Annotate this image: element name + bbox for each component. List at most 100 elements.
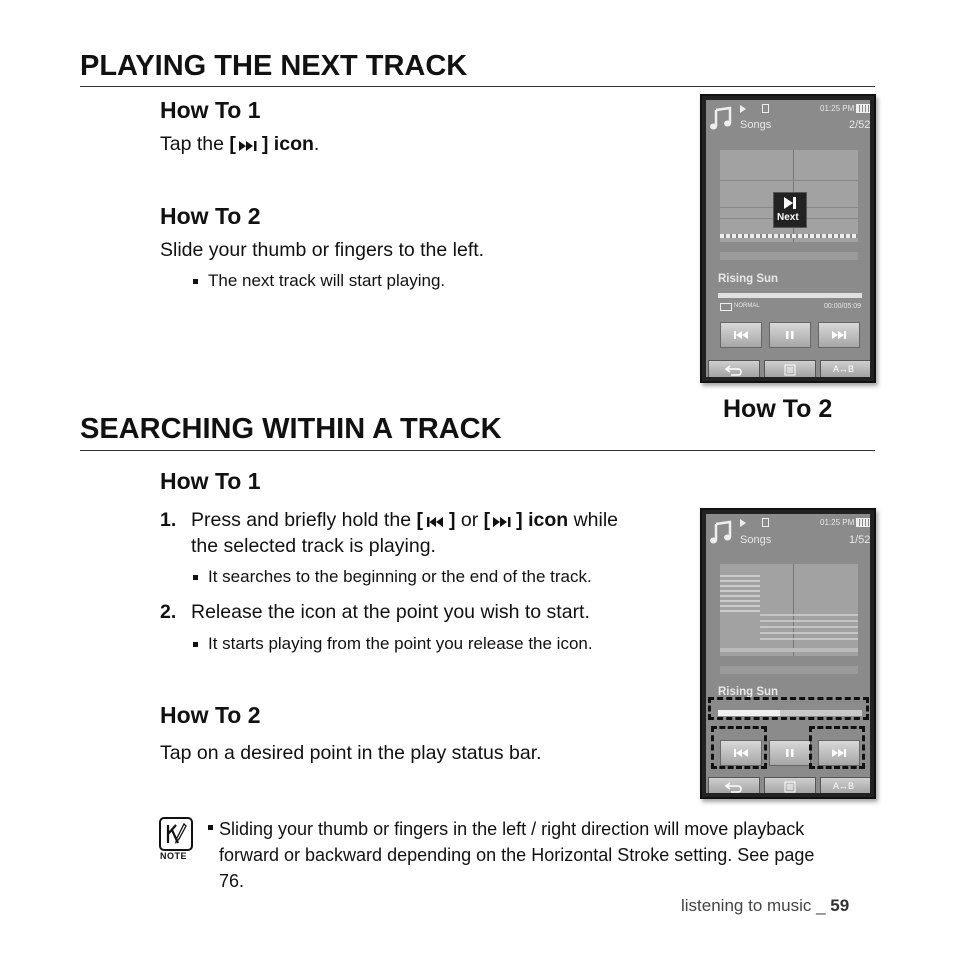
category-label: Songs	[740, 534, 772, 546]
next-icon	[784, 197, 796, 209]
list-button[interactable]	[764, 777, 816, 793]
next-track-icon	[236, 137, 262, 153]
section-title-searching: SEARCHING WITHIN A TRACK	[80, 413, 502, 445]
highlight-progress-bar	[708, 697, 869, 720]
track-count: 2/52	[849, 119, 870, 131]
note-line-1: Sliding your thumb or fingers in the lef…	[219, 819, 805, 839]
device-screenshot-search: 01:25 PM Songs 1/52 Rising Sun	[700, 508, 876, 799]
how-to-2-text: Tap on a desired point in the play statu…	[160, 742, 542, 764]
bullet-text: The next track will start playing.	[208, 271, 446, 290]
fast-forward-icon	[832, 331, 846, 339]
pause-icon	[786, 331, 794, 339]
list-icon	[784, 781, 796, 793]
bullet-marker	[193, 575, 198, 581]
section-rule	[80, 86, 875, 87]
list-icon	[784, 364, 796, 376]
battery-icon	[856, 104, 870, 113]
next-button[interactable]	[818, 740, 860, 766]
bracket-open: [	[229, 133, 236, 155]
step-1-text: Press and briefly hold the [] or [] icon…	[191, 509, 618, 532]
device-screen: 01:25 PM Songs 2/52 Next Rising Sun NORM…	[706, 100, 870, 377]
step-2-text: Release the icon at the point you wish t…	[191, 601, 590, 623]
prev-button[interactable]	[720, 322, 762, 348]
clock: 01:25 PM	[820, 104, 855, 113]
how-to-1-heading: How To 1	[160, 468, 261, 494]
bullet-marker	[193, 642, 198, 648]
album-art	[720, 564, 858, 656]
next-button[interactable]	[818, 322, 860, 348]
text-fragment: or	[455, 509, 484, 531]
bullet-marker	[193, 279, 198, 285]
step-1-line-2: the selected track is playing.	[191, 535, 436, 557]
text-fragment: .	[313, 133, 320, 155]
ab-repeat-button[interactable]: A↔B	[820, 360, 870, 377]
music-note-icon	[710, 106, 732, 130]
bullet-item: The next track will start playing.	[193, 271, 445, 291]
music-note-icon	[710, 520, 732, 544]
fast-forward-icon	[490, 513, 516, 529]
lock-icon	[762, 104, 769, 113]
page-footer: listening to music _ 59	[681, 896, 849, 916]
ab-label: A↔B	[833, 364, 855, 374]
rewind-icon	[734, 331, 748, 339]
bracket-close-icon-label: ] icon	[261, 133, 314, 155]
track-count: 1/52	[849, 534, 870, 546]
progress-bar[interactable]	[718, 293, 862, 298]
text-fragment: Tap the	[160, 133, 230, 155]
page-number: 59	[830, 896, 850, 915]
note-line-3: 76.	[219, 871, 245, 891]
bracket-open: [	[483, 509, 491, 531]
list-button[interactable]	[764, 360, 816, 377]
track-title: Rising Sun	[718, 273, 779, 285]
back-arrow-icon	[725, 365, 742, 376]
text-fragment: Press and briefly hold the	[191, 509, 417, 531]
lock-icon	[762, 518, 769, 527]
next-label: Next	[777, 212, 799, 223]
bracket-close-icon-label: ] icon	[516, 509, 569, 531]
how-to-2-heading: How To 2	[160, 203, 261, 229]
step-2-number: 2.	[160, 601, 177, 623]
pause-button[interactable]	[769, 322, 811, 348]
back-button[interactable]	[708, 777, 760, 793]
rewind-icon	[734, 749, 748, 757]
how-to-1-text: Tap the [ ] icon.	[160, 133, 319, 156]
section-title-next-track: PLAYING THE NEXT TRACK	[80, 50, 468, 82]
highlight-prev-button	[711, 726, 767, 769]
bullet-text: It searches to the beginning or the end …	[208, 567, 592, 586]
next-overlay: Next	[773, 192, 807, 228]
step-1-number: 1.	[160, 509, 177, 531]
prev-button[interactable]	[720, 740, 762, 766]
clock: 01:25 PM	[820, 518, 855, 527]
bracket-open: [	[416, 509, 423, 531]
section-rule	[80, 450, 875, 451]
highlight-next-button	[809, 726, 865, 769]
bullet-item: It searches to the beginning or the end …	[193, 567, 592, 587]
note-bullet	[208, 825, 213, 830]
bullet-item: It starts playing from the point you rel…	[193, 634, 593, 654]
category-label: Songs	[740, 119, 772, 131]
play-status-icon	[740, 105, 746, 113]
note-label: NOTE	[160, 851, 188, 861]
rewind-icon	[423, 513, 449, 529]
pause-icon	[786, 749, 794, 757]
device-screenshot-next: 01:25 PM Songs 2/52 Next Rising Sun NORM…	[700, 94, 876, 383]
battery-icon	[856, 518, 870, 527]
repeat-icon	[720, 303, 732, 311]
bullet-text: It starts playing from the point you rel…	[208, 634, 593, 653]
text-fragment: while	[568, 509, 619, 531]
back-arrow-icon	[725, 782, 742, 793]
how-to-2-heading: How To 2	[160, 702, 261, 728]
ab-label: A↔B	[833, 781, 855, 791]
ab-repeat-button[interactable]: A↔B	[820, 777, 870, 793]
device-screen: 01:25 PM Songs 1/52 Rising Sun	[706, 514, 870, 793]
note-icon	[159, 817, 193, 851]
play-mode: NORMAL	[734, 303, 760, 309]
back-button[interactable]	[708, 360, 760, 377]
progress-bar[interactable]	[718, 710, 862, 716]
footer-text: listening to music _	[681, 896, 831, 915]
how-to-2-text: Slide your thumb or fingers to the left.	[160, 239, 485, 261]
figure-caption: How To 2	[723, 395, 833, 423]
pause-button[interactable]	[769, 740, 811, 766]
elapsed-time: 00:00/05:09	[824, 303, 861, 310]
how-to-1-heading: How To 1	[160, 97, 261, 123]
